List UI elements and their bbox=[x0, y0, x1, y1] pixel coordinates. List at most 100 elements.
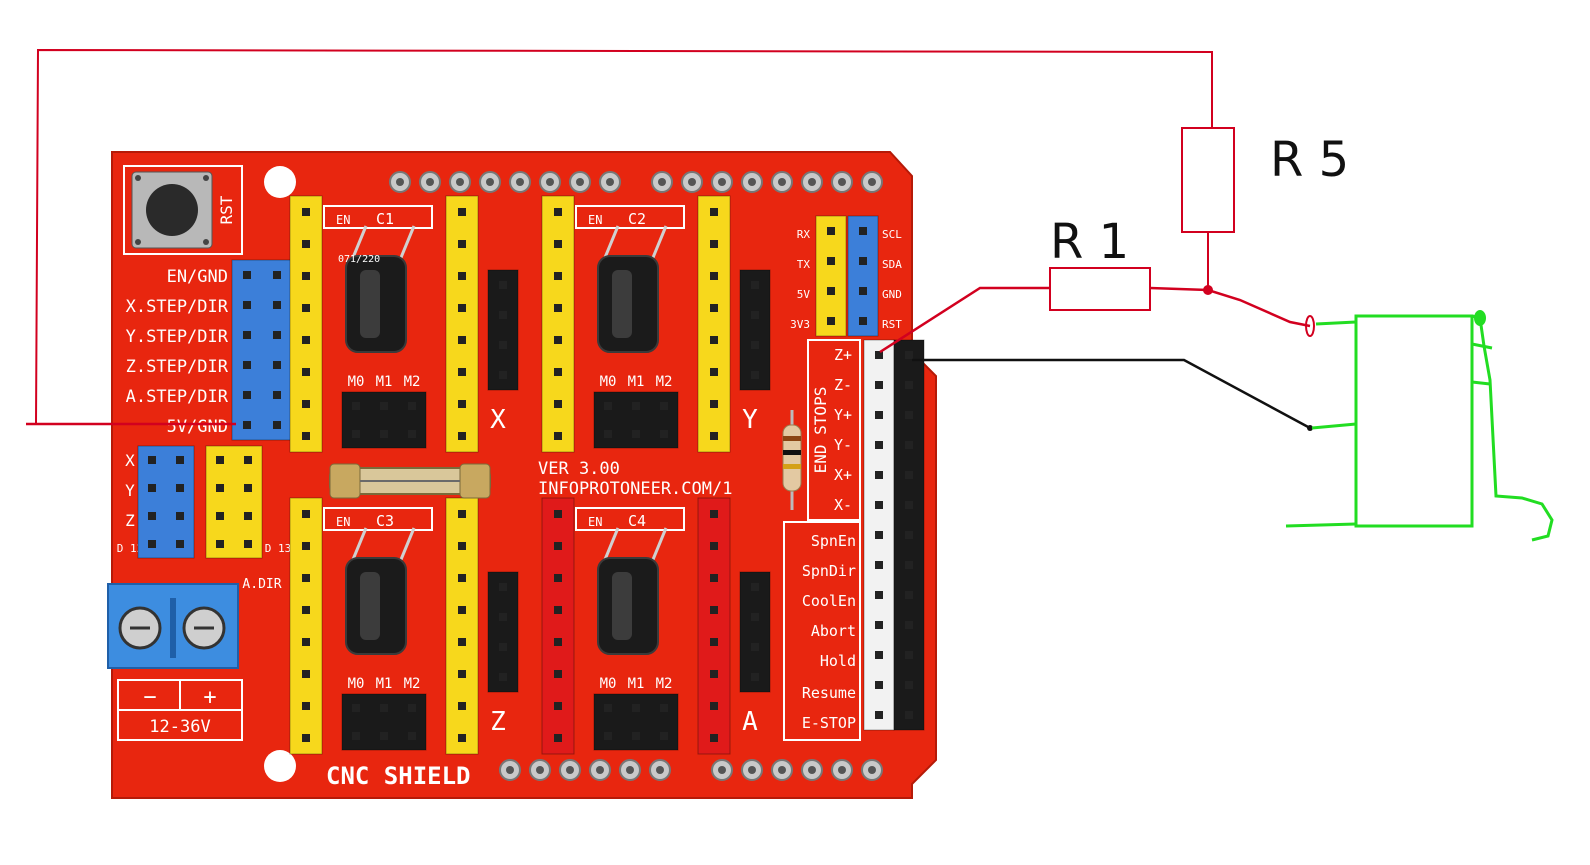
microstep-label-m1: M1 bbox=[628, 676, 645, 692]
microstep-label-m2: M2 bbox=[656, 374, 673, 390]
left-header-pins[interactable] bbox=[231, 259, 293, 441]
green-sensor bbox=[1285, 310, 1554, 542]
driver-cap-label: C4 bbox=[628, 512, 646, 530]
serial-pins[interactable] bbox=[815, 215, 847, 337]
microstep-label-m2: M2 bbox=[656, 676, 673, 692]
board-version: VER 3.00 bbox=[538, 459, 620, 479]
control-label-spndir: SpnDir bbox=[802, 562, 856, 580]
microstep-label-m1: M1 bbox=[376, 374, 393, 390]
power-minus-label: − bbox=[143, 685, 156, 710]
arduino-top-pins bbox=[389, 171, 883, 193]
endstop-label-y-minus: Y- bbox=[834, 436, 852, 454]
control-label-spnen: SpnEn bbox=[811, 532, 856, 550]
driver-socket-left[interactable] bbox=[289, 497, 323, 755]
red-wire-loop bbox=[35, 48, 1213, 425]
i2c-label-sda: SDA bbox=[882, 258, 902, 271]
left-pin-header[interactable] bbox=[231, 259, 293, 441]
side-jumper-header[interactable] bbox=[487, 269, 519, 391]
driver-socket-left[interactable] bbox=[541, 497, 575, 755]
driver-socket-right[interactable] bbox=[445, 195, 479, 453]
arduino-pin-pad bbox=[389, 171, 411, 193]
capacitor bbox=[597, 225, 668, 353]
arduino-pin-pad bbox=[599, 171, 621, 193]
side-jumper-header[interactable] bbox=[487, 571, 519, 693]
driver-cap-label: C1 bbox=[376, 210, 394, 228]
left-label-y-step-dir: Y.STEP/DIR bbox=[126, 327, 229, 347]
microstep-label-m0: M0 bbox=[600, 374, 617, 390]
arduino-pin-pad bbox=[681, 171, 703, 193]
small-label-x: X bbox=[125, 451, 135, 470]
reset-button[interactable]: RST bbox=[123, 165, 243, 255]
board-resistor bbox=[782, 410, 802, 510]
red-wire-endstop bbox=[879, 286, 1050, 354]
junction-dot bbox=[1203, 285, 1213, 295]
driver-socket-left[interactable] bbox=[289, 195, 323, 453]
microstep-label-m0: M0 bbox=[600, 676, 617, 692]
side-jumper-header[interactable] bbox=[739, 269, 771, 391]
microstep-label-m0: M0 bbox=[348, 374, 365, 390]
endstops-title: END STOPS bbox=[811, 387, 830, 474]
arduino-pin-pad bbox=[499, 759, 521, 781]
microstep-label-m1: M1 bbox=[376, 676, 393, 692]
microstep-jumpers[interactable] bbox=[593, 693, 679, 751]
driver-socket-right[interactable] bbox=[697, 497, 731, 755]
arduino-bottom-pins bbox=[499, 759, 883, 781]
arduino-pin-pad bbox=[711, 759, 733, 781]
endstop-pin-header[interactable] bbox=[863, 339, 925, 731]
serial-i2c-header[interactable] bbox=[815, 215, 879, 337]
small-label-a-dir: A.DIR bbox=[242, 577, 281, 592]
axis-label-x: X bbox=[490, 405, 506, 435]
arduino-pin-pad bbox=[651, 171, 673, 193]
microstep-jumpers[interactable] bbox=[341, 693, 427, 751]
left-label-z-step-dir: Z.STEP/DIR bbox=[126, 357, 229, 377]
arduino-pin-pad bbox=[801, 171, 823, 193]
driver-socket-right[interactable] bbox=[445, 497, 479, 755]
control-label-abort: Abort bbox=[811, 622, 856, 640]
small-yellow-header[interactable] bbox=[205, 445, 263, 559]
arduino-pin-pad bbox=[771, 759, 793, 781]
control-label-coolen: CoolEn bbox=[802, 592, 856, 610]
microstep-jumpers[interactable] bbox=[341, 391, 427, 449]
arduino-pin-pad bbox=[649, 759, 671, 781]
small-blue-header[interactable] bbox=[137, 445, 195, 559]
red-wire-to-sensor bbox=[1149, 286, 1311, 328]
r5-label: R 5 bbox=[1270, 132, 1349, 188]
endstop-label-x-plus: X+ bbox=[834, 466, 852, 484]
power-labels: − + 12-36V bbox=[117, 679, 243, 741]
driver-socket-right[interactable] bbox=[697, 195, 731, 453]
axis-label-y: Y bbox=[742, 405, 758, 435]
endstop-label-z-minus: Z- bbox=[834, 376, 852, 394]
arduino-pin-pad bbox=[711, 171, 733, 193]
microstep-jumpers[interactable] bbox=[593, 391, 679, 449]
arduino-pin-pad bbox=[741, 171, 763, 193]
axis-label-a: A bbox=[742, 707, 758, 737]
driver-socket-left[interactable] bbox=[541, 195, 575, 453]
arduino-pin-pad bbox=[619, 759, 641, 781]
board-info: VER 3.00 INFOPROTONEER.COM/1 bbox=[538, 459, 732, 499]
power-voltage-label: 12-36V bbox=[149, 717, 210, 737]
power-plus-label: + bbox=[203, 685, 216, 710]
serial-label-rx: RX bbox=[797, 228, 811, 241]
i2c-pins[interactable] bbox=[847, 215, 879, 337]
power-terminal[interactable] bbox=[107, 583, 239, 669]
axis-label-z: Z bbox=[490, 707, 506, 737]
arduino-pin-pad bbox=[479, 171, 501, 193]
endstop-black-pins[interactable] bbox=[893, 339, 925, 731]
small-yellow-pins[interactable] bbox=[205, 445, 263, 559]
endstop-white-pins[interactable] bbox=[863, 339, 895, 731]
mounting-hole bbox=[264, 750, 296, 782]
i2c-label-gnd: GND bbox=[882, 288, 902, 301]
side-jumper-header[interactable] bbox=[739, 571, 771, 693]
microstep-label-m0: M0 bbox=[348, 676, 365, 692]
control-label-estop: E-STOP bbox=[802, 714, 856, 732]
endstop-section: END STOPS Z+ Z- Y+ Y- X+ X- bbox=[807, 339, 861, 521]
arduino-pin-pad bbox=[771, 171, 793, 193]
left-label-a-step-dir: A.STEP/DIR bbox=[126, 387, 229, 407]
small-blue-pins[interactable] bbox=[137, 445, 195, 559]
